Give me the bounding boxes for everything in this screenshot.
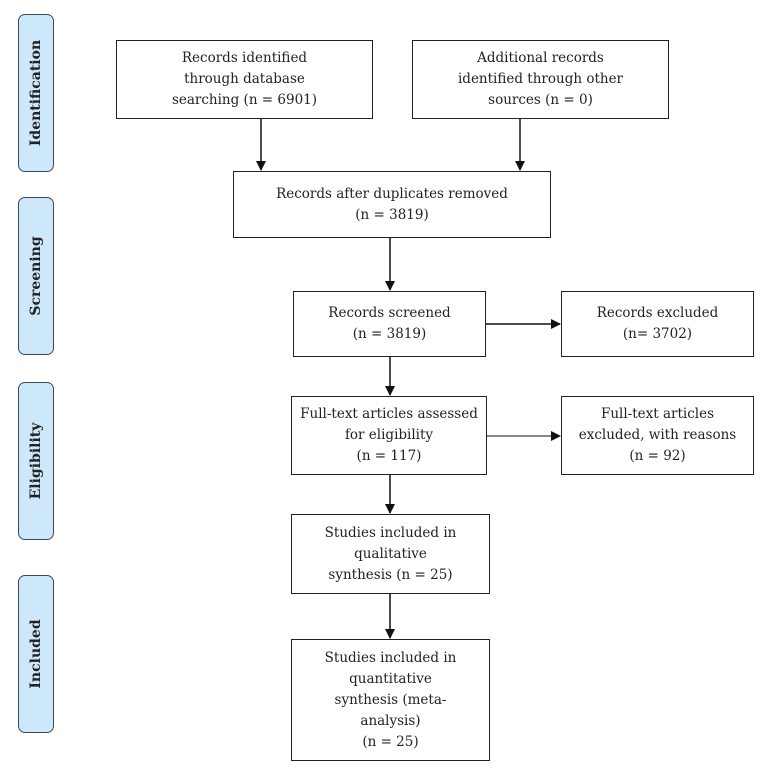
phase-included: Included [18,575,54,733]
box-records-screened: Records screened (n = 3819) [293,291,486,357]
box-after-duplicates: Records after duplicates removed (n = 38… [233,171,551,238]
box-records-screened-text: Records screened (n = 3819) [328,305,451,342]
box-quantitative-synthesis-text: Studies included in quantitative synthes… [324,649,457,750]
box-records-excluded-text: Records excluded (n= 3702) [596,305,719,342]
box-after-duplicates-text: Records after duplicates removed (n = 38… [276,185,508,223]
box-database-records-text: Records identified through database sear… [171,50,318,108]
box-fulltext-assessed-text: Full-text articles assessed for eligibil… [300,406,478,464]
box-quantitative-synthesis: Studies included in quantitative synthes… [291,639,490,761]
box-fulltext-assessed: Full-text articles assessed for eligibil… [291,396,487,475]
phase-eligibility: Eligibility [18,382,54,540]
box-fulltext-excluded: Full-text articles excluded, with reason… [561,396,754,475]
box-qualitative-synthesis: Studies included in qualitative synthesi… [291,514,490,594]
box-records-excluded: Records excluded (n= 3702) [561,291,754,357]
box-other-sources: Additional records identified through ot… [412,40,669,119]
box-fulltext-excluded-text: Full-text articles excluded, with reason… [578,406,737,464]
box-qualitative-synthesis-text: Studies included in qualitative synthesi… [324,524,457,583]
phase-screening: Screening [18,197,54,355]
phase-identification: Identification [18,14,54,172]
box-database-records: Records identified through database sear… [116,40,373,119]
box-other-sources-text: Additional records identified through ot… [457,50,624,108]
